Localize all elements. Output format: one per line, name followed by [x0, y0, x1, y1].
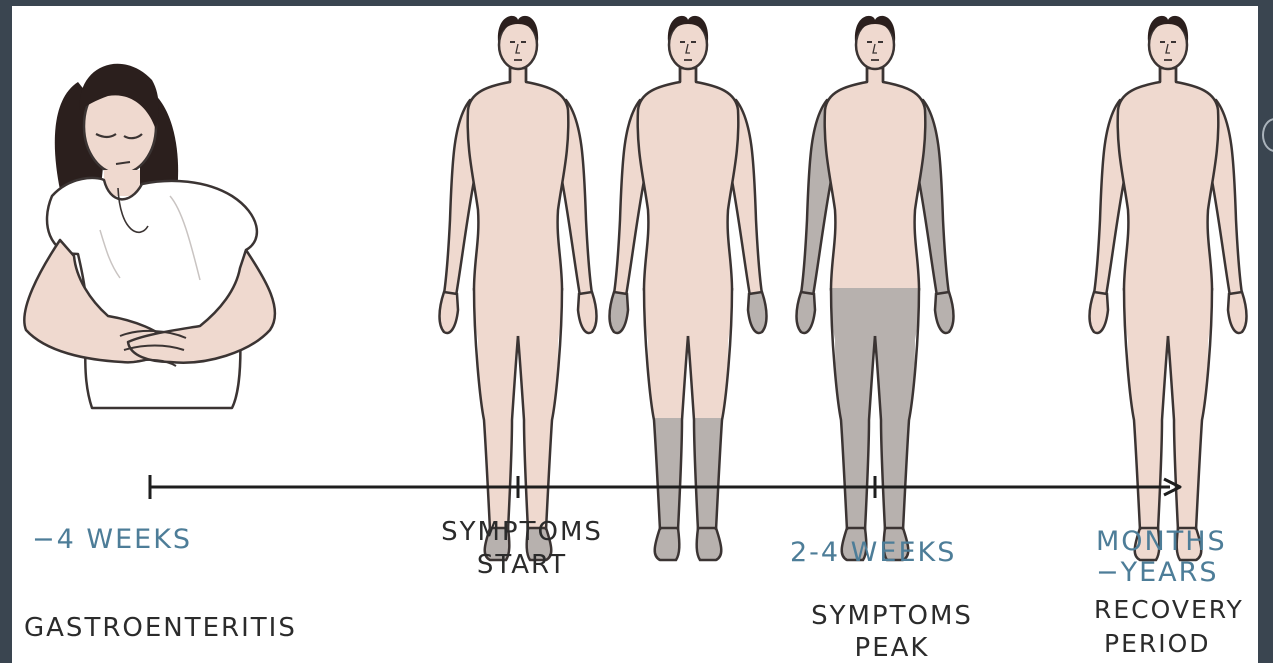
- label-symptoms-peak-line2: PEAK: [792, 634, 992, 663]
- figure-recovery: [1090, 16, 1247, 560]
- label-period: PERIOD: [1104, 630, 1211, 658]
- figure-symptoms-progress: [610, 16, 767, 560]
- label-symptoms-start-line1: SYMPTOMS: [422, 518, 622, 547]
- label-gastroenteritis: GASTROENTERITIS: [24, 614, 297, 643]
- label-symptoms-peak-line1: SYMPTOMS: [792, 602, 992, 631]
- label-2-4-weeks: 2-4 WEEKS: [790, 538, 956, 568]
- gastro-woman-figure: [24, 64, 275, 408]
- label-years: −YEARS: [1096, 558, 1219, 588]
- label-months: MONTHS: [1096, 527, 1227, 557]
- label-symptoms-start-line2: START: [422, 551, 622, 580]
- label-minus-4-weeks: −4 WEEKS: [32, 525, 192, 555]
- label-recovery: RECOVERY: [1094, 596, 1244, 624]
